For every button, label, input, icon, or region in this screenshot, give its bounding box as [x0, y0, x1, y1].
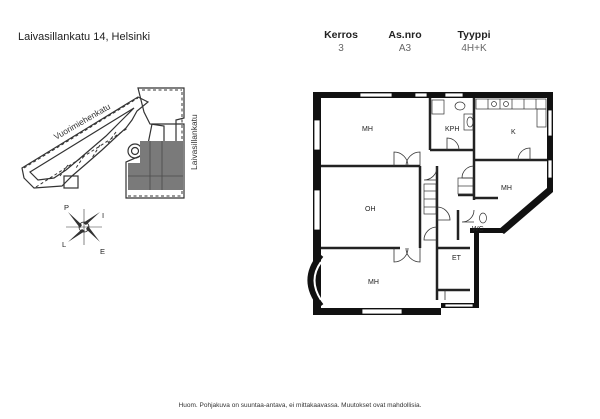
compass-north: P: [64, 203, 69, 212]
type-label: Tyyppi: [457, 29, 491, 41]
type-info: Tyyppi 4H+K: [434, 29, 514, 54]
floor-value: 3: [338, 43, 344, 54]
compass-east: I: [102, 211, 104, 220]
compass-south: E: [100, 247, 105, 256]
apartment-number-label: As.nro: [388, 29, 422, 41]
interior-walls: [321, 98, 547, 300]
address-title: Laivasillankatu 14, Helsinki: [18, 31, 151, 43]
room-label-wc: WC: [472, 226, 484, 233]
compass-icon: [66, 209, 102, 245]
closets: [423, 177, 474, 215]
compass-west: L: [62, 240, 66, 249]
door-swings: [393, 137, 531, 300]
type-value: 4H+K: [461, 43, 487, 54]
disclaimer-footer: Huom. Pohjakuva on suuntaa-antava, ei mi…: [178, 402, 422, 409]
windows: [313, 92, 553, 315]
kitchen-fixtures: [475, 98, 547, 128]
room-label-oh: OH: [365, 206, 376, 213]
room-label-mh-top: MH: [362, 126, 373, 133]
bay-window: [307, 253, 324, 308]
room-label-mh-bottom: MH: [368, 279, 379, 286]
bathroom-fixtures: [431, 99, 487, 224]
room-label-kph: KPH: [445, 126, 459, 133]
site-apartment-highlight: [128, 141, 183, 190]
room-label-et: ET: [452, 255, 462, 262]
apartment-number-info: As.nro A3: [365, 29, 445, 54]
floor-label: Kerros: [324, 29, 358, 41]
exterior-walls: [313, 92, 553, 315]
apartment-number-value: A3: [398, 43, 412, 54]
room-label-mh-right: MH: [501, 185, 512, 192]
room-label-k: K: [511, 129, 516, 136]
floor-info: Kerros 3: [301, 29, 381, 54]
street-label-laivasillankatu: Laivasillankatu: [189, 114, 199, 170]
